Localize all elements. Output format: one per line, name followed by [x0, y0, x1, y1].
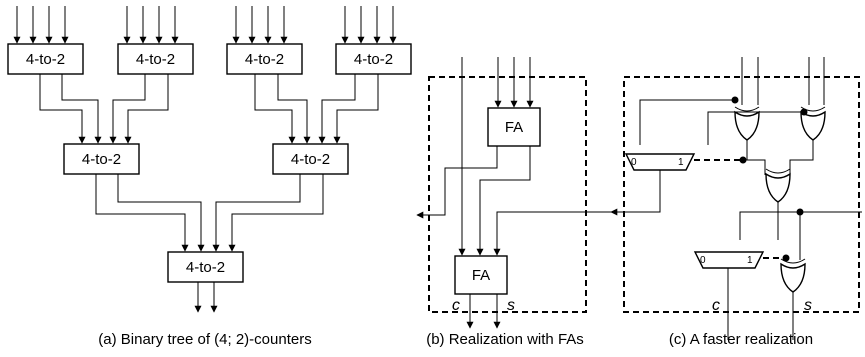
- carry-in-wire: [739, 211, 862, 240]
- junction-dot: [800, 108, 808, 116]
- panel-c-faster-realization: 0 1 0 1 c s (c) A faster reali: [610, 57, 862, 348]
- output-c-label: c: [712, 297, 720, 314]
- faster-realization-boundary: [623, 76, 860, 313]
- mux-in1-label: 1: [678, 157, 684, 168]
- counter-l2-2: 4-to-2: [272, 143, 349, 175]
- output-s-label: s: [507, 297, 515, 314]
- counter-label: 4-to-2: [354, 51, 393, 68]
- counter-label: 4-to-2: [291, 151, 330, 168]
- full-adder-top: FA: [487, 107, 541, 147]
- mux-in0-label: 0: [631, 157, 637, 168]
- mux-in0-label: 0: [700, 255, 706, 266]
- caption-c: (c) A faster realization: [669, 331, 813, 348]
- xor-gate-3: [765, 168, 791, 203]
- counter-label: 4-to-2: [136, 51, 175, 68]
- caption-b: (b) Realization with FAs: [426, 331, 584, 348]
- full-adder-bottom: FA: [454, 255, 508, 295]
- counter-label: 4-to-2: [245, 51, 284, 68]
- xor-wire: [789, 140, 814, 175]
- output-c-label: c: [452, 297, 460, 314]
- counter-l1-2: 4-to-2: [117, 43, 194, 75]
- fa-carry-out-arrow: [416, 146, 498, 219]
- tree-wires-l1-l2: [39, 74, 379, 144]
- fa-realization-boundary: [428, 76, 587, 313]
- counter-label: 4-to-2: [82, 151, 121, 168]
- output-s-label: s: [804, 297, 812, 314]
- mux-data-wire: [707, 111, 804, 145]
- counter-l1-4: 4-to-2: [335, 43, 412, 75]
- junction-dot: [739, 156, 747, 164]
- junction-dot: [731, 96, 739, 104]
- xor-gate-4: [780, 258, 806, 293]
- tree-wires-l2-l3: [95, 174, 324, 252]
- junction-dot: [782, 254, 790, 262]
- panel-b-fa-realization: FA FA c s (b) Realization with FAs: [416, 57, 611, 348]
- xor-wire: [746, 140, 766, 175]
- mux-select-wire: [639, 99, 735, 145]
- caption-a: (a) Binary tree of (4; 2)-counters: [98, 331, 311, 348]
- panel-a-binary-tree: 4-to-2 4-to-2 4-to-2 4-to-2 4: [7, 6, 412, 348]
- counter-label: 4-to-2: [26, 51, 65, 68]
- mux-in1-label: 1: [747, 255, 753, 266]
- counter-l2-1: 4-to-2: [63, 143, 140, 175]
- counter-label: 4-to-2: [186, 259, 225, 276]
- mux-1: 0 1: [624, 153, 696, 171]
- counter-l1-3: 4-to-2: [226, 43, 303, 75]
- counter-l1-1: 4-to-2: [7, 43, 84, 75]
- carry-out-arrow: [610, 170, 661, 216]
- counter-l3-root: 4-to-2: [167, 251, 244, 283]
- fa-label: FA: [505, 119, 523, 136]
- tree-input-arrows: [13, 6, 397, 44]
- fa-sum-wire: [476, 146, 531, 256]
- fa-carry-in-wire: [493, 211, 611, 256]
- fa-label: FA: [472, 267, 490, 284]
- mux-2: 0 1: [693, 251, 765, 269]
